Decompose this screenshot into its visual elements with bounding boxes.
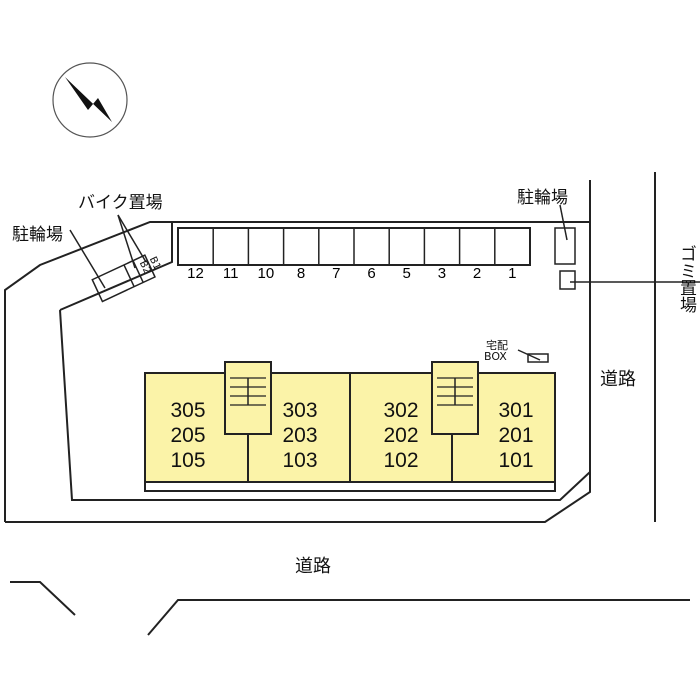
stairs-right bbox=[431, 361, 479, 435]
bike-parking-label: バイク置場 bbox=[78, 193, 163, 213]
parking-space-7: 7 bbox=[332, 265, 341, 282]
unit-label: 202 bbox=[383, 424, 419, 447]
delivery-box-label-1: 宅配 bbox=[486, 339, 508, 352]
unit-column-3: 302 202 102 bbox=[351, 398, 451, 473]
buildings bbox=[144, 361, 556, 492]
lot-boundary bbox=[4, 172, 700, 636]
stairs-left bbox=[224, 361, 272, 435]
parking-space-1: 1 bbox=[508, 265, 517, 282]
parking-space-6: 6 bbox=[367, 265, 376, 282]
unit-column-4: 301 201 101 bbox=[466, 398, 566, 473]
road-right-label: 道路 bbox=[600, 369, 636, 390]
parking-space-5: 5 bbox=[402, 265, 411, 282]
unit-label: 103 bbox=[282, 449, 318, 472]
unit-label: 301 bbox=[498, 399, 534, 422]
unit-label: 102 bbox=[383, 449, 419, 472]
bicycle-parking-left-label: 駐輪場 bbox=[12, 225, 63, 245]
unit-label: 105 bbox=[170, 449, 206, 472]
unit-column-2: 303 203 103 bbox=[250, 398, 350, 473]
parking-space-12: 12 bbox=[187, 265, 204, 282]
garbage-label: ゴミ置場 bbox=[676, 245, 696, 313]
bike-boxes bbox=[69, 204, 576, 363]
road-bottom-label: 道路 bbox=[295, 556, 331, 577]
compass-icon bbox=[52, 62, 128, 138]
parking-space-11: 11 bbox=[222, 265, 239, 282]
parking-space-8: 8 bbox=[296, 265, 306, 282]
unit-column-1: 305 205 105 bbox=[138, 398, 238, 473]
unit-label: 205 bbox=[170, 424, 206, 447]
parking-space-3: 3 bbox=[437, 265, 447, 282]
unit-label: 302 bbox=[383, 399, 419, 422]
unit-label: 201 bbox=[498, 424, 534, 447]
parking-space-10: 10 bbox=[257, 265, 275, 282]
unit-label: 305 bbox=[170, 399, 206, 422]
unit-label: 101 bbox=[498, 449, 534, 472]
unit-label: 203 bbox=[282, 424, 318, 447]
parking-space-2: 2 bbox=[472, 265, 482, 282]
bicycle-parking-right-label: 駐輪場 bbox=[517, 188, 568, 208]
delivery-box-label-2: BOX bbox=[484, 350, 507, 363]
unit-label: 303 bbox=[282, 399, 318, 422]
